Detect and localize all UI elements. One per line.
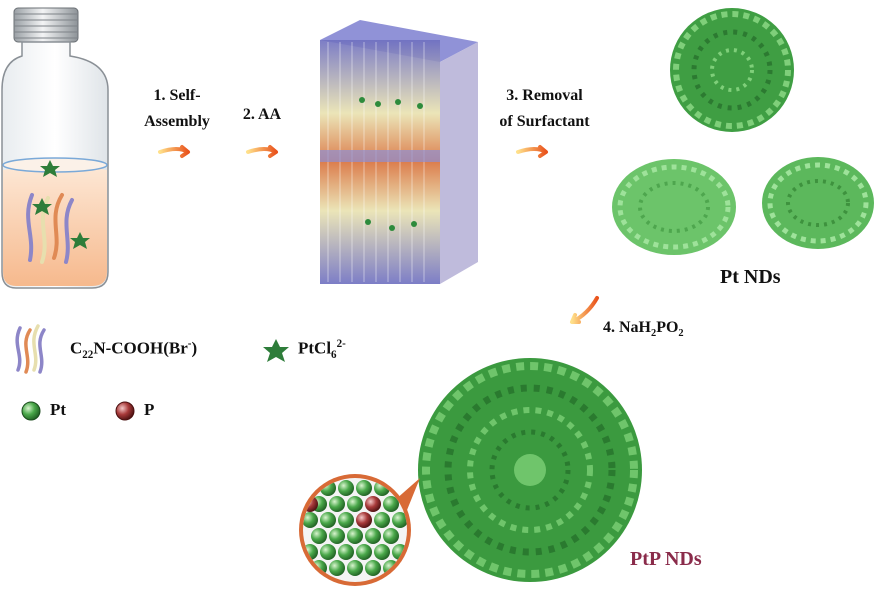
legend-star-icon [263,339,289,362]
pt-nanodendrites [612,8,874,255]
legend-p-label: P [144,400,155,419]
surfactant-sub: 22 [82,349,94,362]
step4-label: 4. NaH2PO2 [603,318,684,344]
ptp-nanodendrite [418,358,642,582]
step2-label: 2. AA [242,106,282,123]
step3-line1: 3. Removal [506,87,583,104]
legend-pt-ball-icon [21,401,41,421]
ptp-nds-label: PtP NDs [630,548,702,570]
legend-p-ball-icon [115,401,135,421]
reaction-arrows [158,145,599,324]
step3-label: 3. Removal of Surfactant [482,86,607,132]
surfactant-sup: - [187,338,192,350]
pt-nds-label: Pt NDs [720,266,781,288]
step3-line2: of Surfactant [499,113,590,130]
step4-mid: PO [656,319,679,336]
surfactant-prefix: C [70,338,83,358]
vial-illustration [1,7,109,289]
legend-precursor-label: PtCl62- [298,338,346,361]
precursor-sub: 6 [331,349,337,362]
legend-pt-label: Pt [50,400,67,419]
surfactant-suffix: ) [191,338,198,358]
surfactant-mid: N-COOH(Br [93,338,188,358]
precursor-prefix: PtCl [298,338,332,358]
step4-prefix: 4. NaH [603,319,651,336]
step4-sub2: 2 [678,328,684,340]
legend-surfactant-icon [15,324,46,374]
step1-label: 1. Self- Assembly [132,86,222,132]
step4-sub1: 2 [651,328,657,340]
precursor-sup: 2- [336,338,346,350]
lamellar-mesophase [320,20,478,284]
legend-surfactant-label: C22N-COOH(Br-) [70,338,197,361]
step1-line2: Assembly [144,113,210,130]
atomic-zoom-bubble [299,474,420,586]
step1-line1: 1. Self- [153,87,201,104]
